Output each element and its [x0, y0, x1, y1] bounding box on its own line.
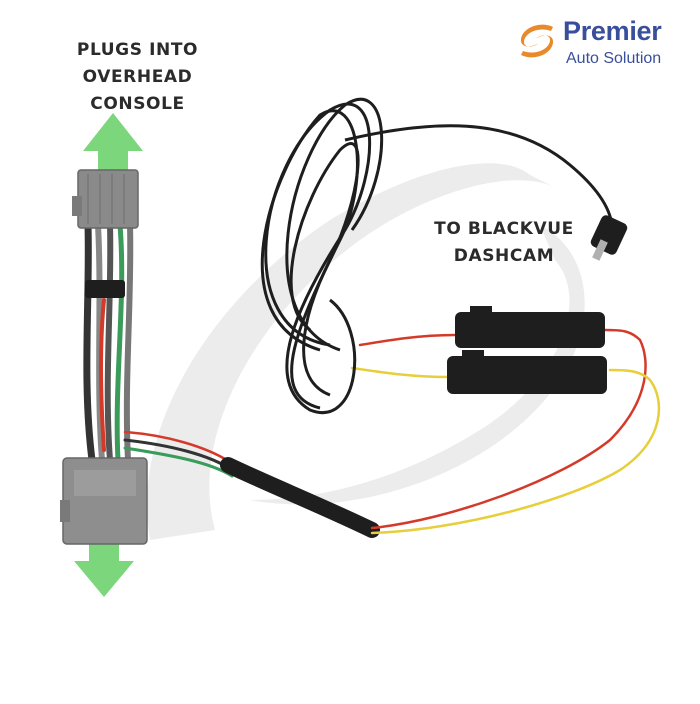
console-caption: PLUGS INTO OVERHEAD CONSOLE — [76, 40, 199, 114]
premier-logo-icon — [520, 24, 554, 58]
top-connector — [72, 169, 139, 229]
dashcam-caption: TO BLACKVUE DASHCAM — [434, 219, 574, 266]
arrow-down-icon — [74, 542, 134, 597]
brand-name: Premier — [563, 16, 662, 46]
dashcam-plug — [590, 215, 628, 261]
fuse-holders — [447, 306, 607, 394]
arrow-up-icon — [83, 113, 143, 170]
power-leads — [350, 328, 661, 535]
brand-logo: Premier Auto Solution — [513, 14, 695, 74]
coiled-cable — [260, 97, 614, 414]
wire-sheath — [220, 457, 380, 538]
harness-wires — [83, 221, 134, 464]
brand-tagline: Auto Solution — [566, 50, 662, 67]
bottom-connector — [60, 457, 148, 545]
watermark-logo — [146, 163, 585, 540]
